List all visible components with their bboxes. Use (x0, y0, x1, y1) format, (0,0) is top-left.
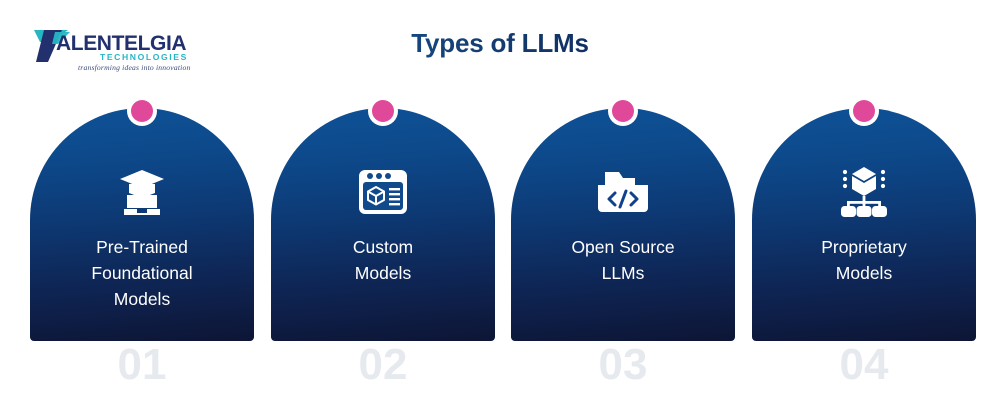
card-custom-models[interactable]: Custom Models 02 (271, 100, 495, 400)
card-label: Pre-Trained Foundational Models (91, 237, 193, 309)
card-top-dot-icon (131, 100, 153, 122)
card-arch-body: Open Source LLMs (511, 108, 735, 341)
card-row: Pre-Trained Foundational Models 01 (0, 100, 1000, 400)
card-label: Proprietary Models (821, 237, 907, 283)
card-top-dot-icon (612, 100, 634, 122)
svg-text:TECHNOLOGIES: TECHNOLOGIES (100, 52, 188, 62)
card-top-dot-icon (853, 100, 875, 122)
card-number: 02 (358, 340, 408, 389)
card-label: Open Source LLMs (571, 237, 675, 283)
cube-hierarchy-icon (752, 156, 976, 228)
card-arch-body: Custom Models (271, 108, 495, 341)
svg-text:transforming ideas into innova: transforming ideas into innovation (78, 63, 190, 72)
card-number: 04 (839, 340, 889, 389)
card-pre-trained-foundational-models[interactable]: Pre-Trained Foundational Models 01 (30, 100, 254, 400)
logo-svg: ALENTELGIA TECHNOLOGIES transforming ide… (34, 30, 190, 72)
card-number: 01 (117, 340, 167, 389)
graduation-cap-stack-icon (30, 156, 254, 228)
card-open-source-llms[interactable]: Open Source LLMs 03 (511, 100, 735, 400)
company-logo[interactable]: ALENTELGIA TECHNOLOGIES transforming ide… (22, 22, 192, 74)
card-top-dot-icon (372, 100, 394, 122)
svg-text:ALENTELGIA: ALENTELGIA (56, 32, 186, 55)
card-arch-body: Pre-Trained Foundational Models (30, 108, 254, 341)
folder-code-icon (511, 156, 735, 228)
browser-window-cube-icon (271, 156, 495, 228)
card-label: Custom Models (352, 237, 414, 283)
card-arch-body: Proprietary Models (752, 108, 976, 341)
page-title: Types of LLMs (0, 28, 1000, 59)
card-number: 03 (598, 340, 648, 389)
page-header: ALENTELGIA TECHNOLOGIES transforming ide… (0, 0, 1000, 92)
card-proprietary-models[interactable]: Proprietary Models 04 (752, 100, 976, 400)
